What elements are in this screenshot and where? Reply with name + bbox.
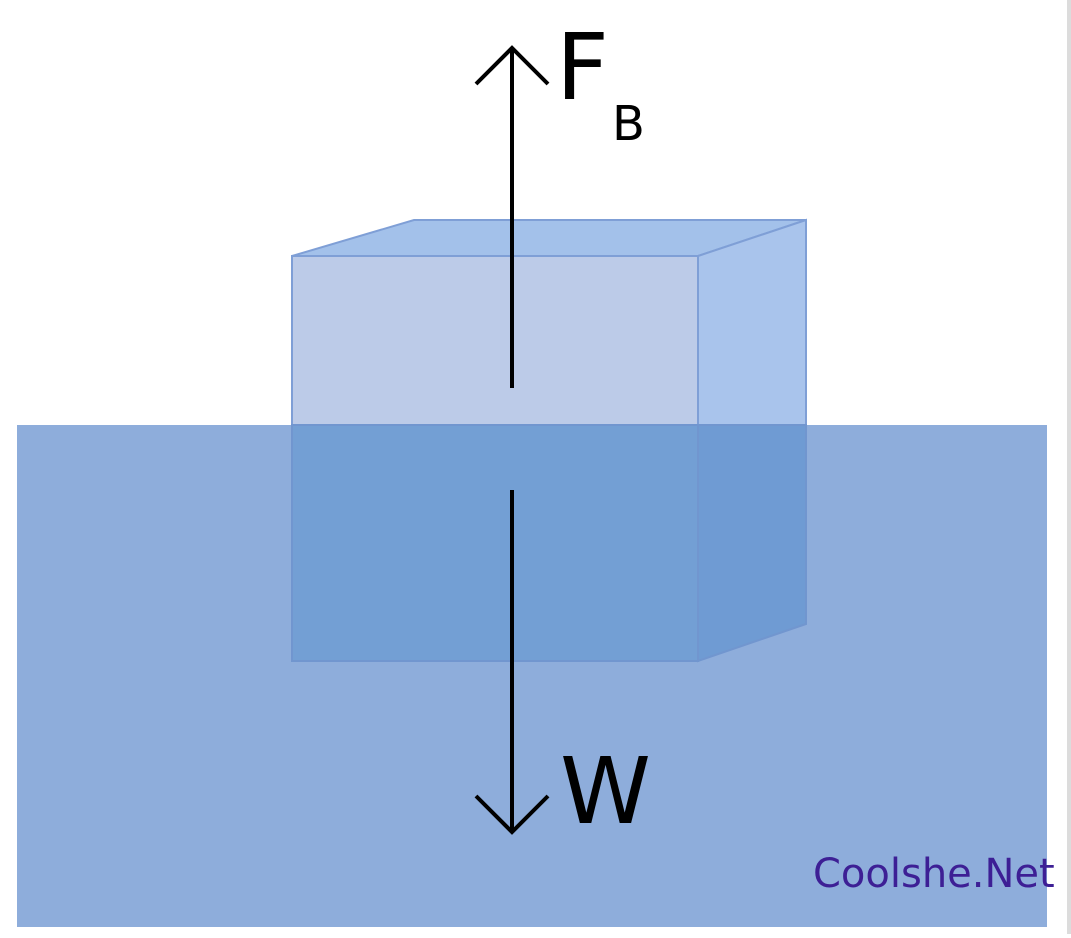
buoyant-force-arrow bbox=[474, 45, 550, 388]
block-front-face-above-water bbox=[291, 255, 699, 426]
right-edge-divider bbox=[1067, 0, 1071, 934]
buoyant-force-subscript: B bbox=[612, 96, 645, 152]
buoyant-force-arrow-head bbox=[474, 45, 550, 86]
block-side-face-submerged bbox=[697, 424, 807, 663]
block-side-face-above-water bbox=[697, 218, 807, 426]
watermark-text: Coolshe.Net bbox=[813, 851, 1055, 897]
weight-arrow-head bbox=[474, 794, 550, 835]
weight-arrow bbox=[474, 490, 550, 835]
weight-label: W bbox=[560, 738, 651, 845]
block-front-face-submerged bbox=[291, 424, 699, 662]
buoyant-force-label: F bbox=[556, 14, 609, 121]
